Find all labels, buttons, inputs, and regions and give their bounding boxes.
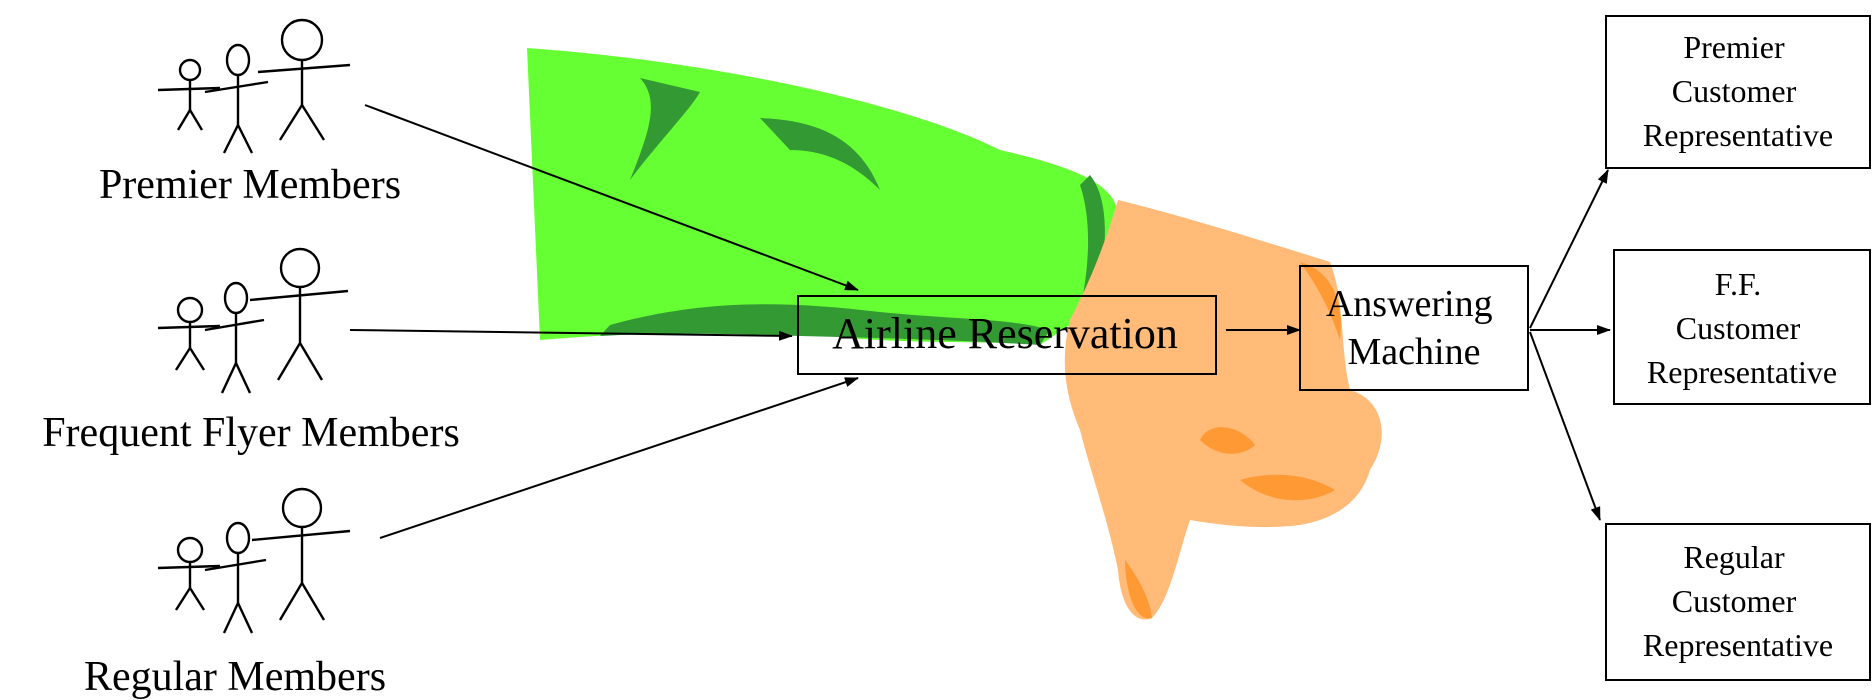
frequent-flyer-members-label: Frequent Flyer Members [42, 410, 460, 456]
ff-rep-line: Customer [1676, 310, 1801, 346]
premier-rep-label: Premier Customer Representative [1643, 29, 1833, 153]
stick-figure-icon [158, 538, 220, 610]
airline-reservation-label: Airline Reservation [832, 309, 1178, 358]
stick-figure-icon [258, 20, 350, 140]
answering-machine-line: Machine [1348, 331, 1481, 373]
premier-members-label: Premier Members [99, 162, 401, 208]
premier-rep-line: Customer [1672, 73, 1797, 109]
ff-rep-label: F.F. Customer Representative [1647, 266, 1837, 390]
answering-to-regular-rep-arrow [1530, 332, 1600, 520]
answering-machine-line: Answering [1326, 283, 1493, 325]
regular-members-label: Regular Members [84, 654, 386, 700]
answering-to-premier-rep-arrow [1530, 170, 1608, 328]
stick-figure-icon [250, 249, 348, 380]
regular-rep-line: Regular [1683, 539, 1785, 575]
regular-to-reservation-arrow [380, 378, 858, 538]
stick-figure-icon [252, 489, 350, 620]
ff-rep-line: Representative [1647, 354, 1837, 390]
stick-figure-icon [158, 298, 220, 370]
premier-rep-line: Representative [1643, 117, 1833, 153]
stick-figure-icon [205, 45, 268, 153]
stick-figure-icon [158, 60, 220, 130]
premier-rep-line: Premier [1683, 29, 1785, 65]
ff-rep-line: F.F. [1715, 266, 1761, 302]
premier-members-actors [158, 20, 350, 153]
regular-rep-label: Regular Customer Representative [1643, 539, 1833, 663]
frequent-flyer-members-actors [158, 249, 348, 393]
regular-members-actors [158, 489, 350, 633]
hand-shape [1065, 200, 1382, 619]
sleeve-shape [527, 48, 1118, 345]
regular-rep-line: Representative [1643, 627, 1833, 663]
answering-machine-label: Answering Machine [1326, 283, 1502, 373]
regular-rep-line: Customer [1672, 583, 1797, 619]
